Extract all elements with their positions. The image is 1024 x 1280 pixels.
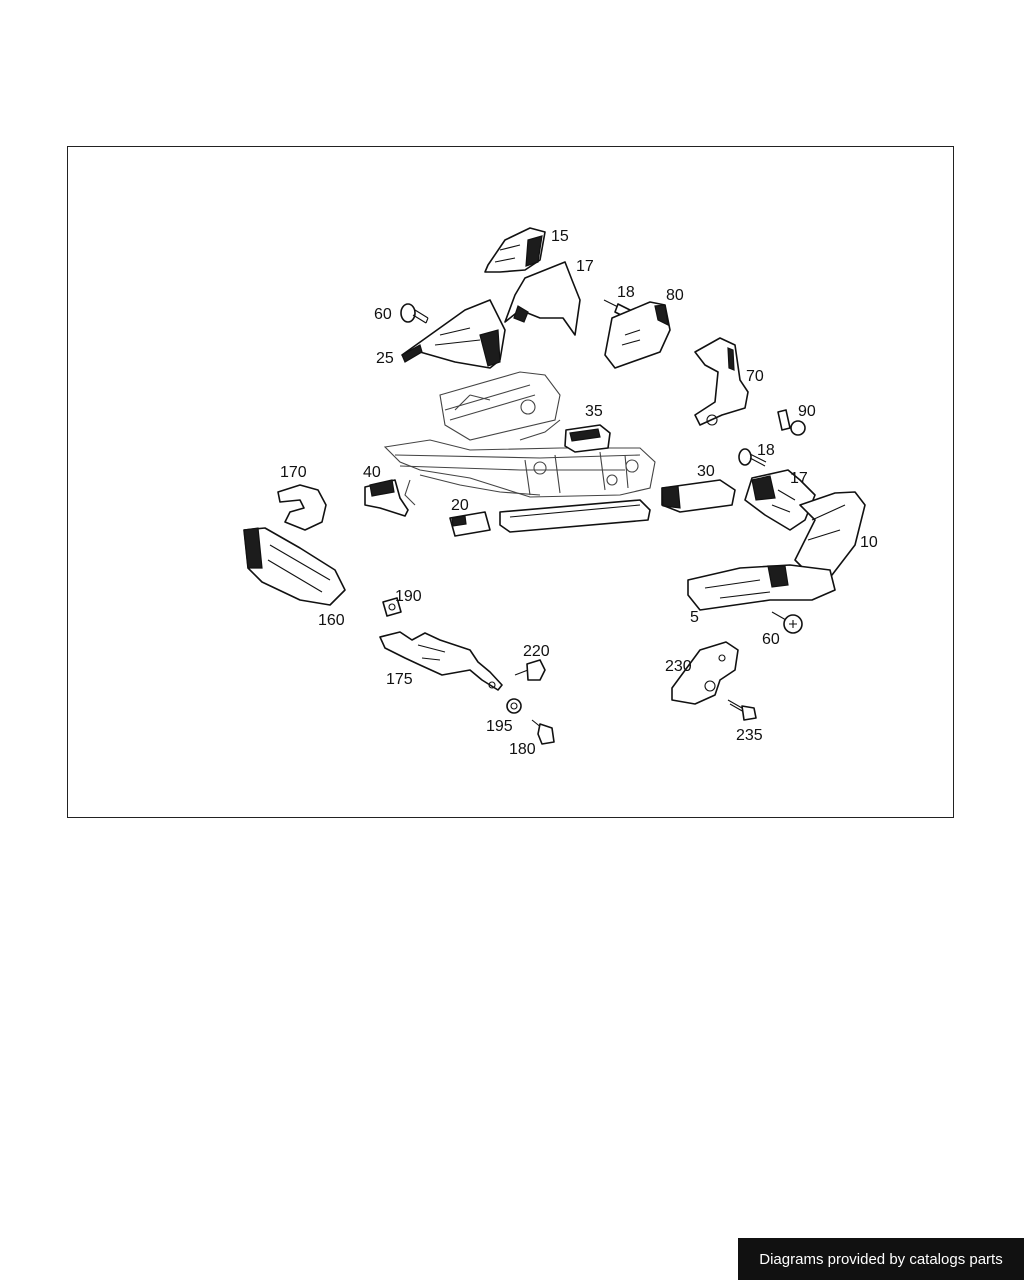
callout-175: 175 bbox=[386, 671, 413, 688]
part-230-bracket bbox=[671, 641, 739, 705]
part-17-trim-upper bbox=[504, 261, 581, 336]
callout-60: 60 bbox=[374, 306, 392, 323]
part-20-bracket bbox=[449, 511, 491, 537]
callout-180: 180 bbox=[509, 741, 536, 758]
part-15-cover bbox=[484, 227, 546, 273]
part-220-nut bbox=[514, 659, 546, 681]
callout-80: 80 bbox=[666, 287, 684, 304]
part-60-screw-right bbox=[771, 611, 803, 634]
callout-220: 220 bbox=[523, 643, 550, 660]
callout-160: 160 bbox=[318, 612, 345, 629]
callout-190: 190 bbox=[395, 588, 422, 605]
callout-60: 60 bbox=[762, 631, 780, 648]
part-35-bracket bbox=[564, 424, 611, 453]
callout-17: 17 bbox=[790, 470, 808, 487]
part-235-screw bbox=[727, 699, 757, 721]
part-60-screw-left bbox=[400, 303, 429, 324]
callout-30: 30 bbox=[697, 463, 715, 480]
callout-15: 15 bbox=[551, 228, 569, 245]
part-10-handle bbox=[794, 491, 866, 576]
part-5-outer-cover bbox=[687, 564, 836, 611]
callout-40: 40 bbox=[363, 464, 381, 481]
callout-20: 20 bbox=[451, 497, 469, 514]
part-195-washer bbox=[506, 698, 522, 714]
part-190-nut bbox=[382, 597, 402, 617]
callout-230: 230 bbox=[665, 658, 692, 675]
callout-195: 195 bbox=[486, 718, 513, 735]
callout-18: 18 bbox=[617, 284, 635, 301]
callout-70: 70 bbox=[746, 368, 764, 385]
part-25-side-cover bbox=[401, 299, 506, 369]
callout-17: 17 bbox=[576, 258, 594, 275]
credit-banner: Diagrams provided by catalogs parts bbox=[738, 1238, 1024, 1280]
callout-35: 35 bbox=[585, 403, 603, 420]
part-80-cover bbox=[604, 301, 671, 369]
callout-18: 18 bbox=[757, 442, 775, 459]
callout-170: 170 bbox=[280, 464, 307, 481]
part-40-bracket bbox=[364, 479, 409, 517]
part-180-screw bbox=[531, 719, 555, 745]
part-175-plate bbox=[379, 631, 503, 691]
credit-text: Diagrams provided by catalogs parts bbox=[759, 1250, 1003, 1268]
callout-5: 5 bbox=[690, 609, 699, 626]
part-170-cover bbox=[277, 484, 327, 531]
part-70-bracket bbox=[694, 337, 749, 426]
part-160-cover bbox=[243, 527, 346, 606]
callout-25: 25 bbox=[376, 350, 394, 367]
callout-235: 235 bbox=[736, 727, 763, 744]
part-18-screw-right bbox=[738, 448, 767, 467]
part-30-cover bbox=[661, 479, 736, 513]
callout-90: 90 bbox=[798, 403, 816, 420]
part-17-trim-right bbox=[744, 469, 816, 531]
callout-10: 10 bbox=[860, 534, 878, 551]
callout-labels: 15 17 18 80 60 25 70 90 35 18 170 40 30 … bbox=[280, 228, 878, 758]
seat-frame-assembly bbox=[383, 371, 656, 533]
part-90-clip bbox=[777, 409, 806, 436]
